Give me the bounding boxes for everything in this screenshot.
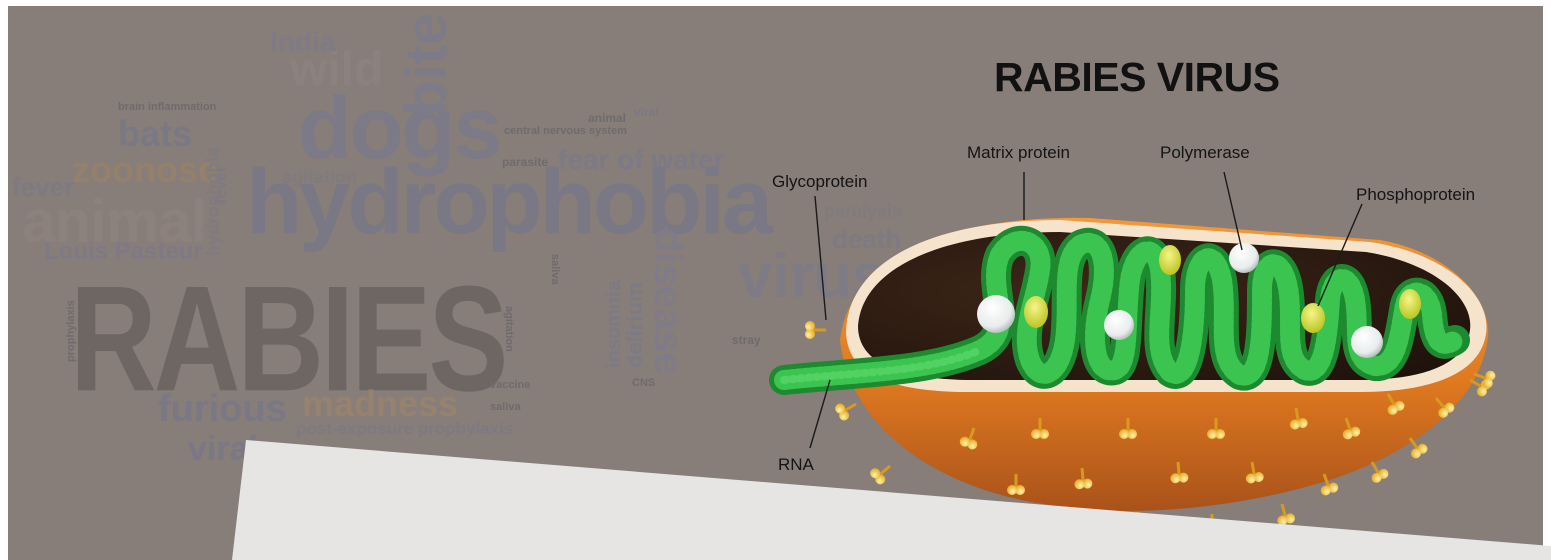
phosphoprotein-bead: [1399, 289, 1421, 319]
glycoprotein-spike: [868, 459, 896, 486]
glycoprotein-spike: [805, 321, 826, 339]
polymerase-bead: [1104, 310, 1134, 340]
glycoprotein-spike: [1129, 512, 1147, 533]
phosphoprotein-bead: [1159, 245, 1181, 275]
phosphoprotein-bead: [1301, 303, 1325, 333]
phosphoprotein-label: Phosphoprotein: [1356, 185, 1475, 205]
matrix-protein-label: Matrix protein: [967, 143, 1070, 163]
polymerase-bead: [977, 295, 1015, 333]
polymerase-label: Polymerase: [1160, 143, 1250, 163]
polymerase-bead: [1229, 243, 1259, 273]
polymerase-bead: [1351, 326, 1383, 358]
glycoprotein-spike: [833, 396, 860, 422]
glycoprotein-spike: [947, 496, 968, 520]
diagram-title: RABIES VIRUS: [994, 54, 1280, 101]
glycoprotein-leader-line: [815, 196, 826, 320]
glycoprotein-label: Glycoprotein: [772, 172, 867, 192]
glycoprotein-spike: [1273, 502, 1296, 527]
rna-label: RNA: [778, 455, 814, 475]
glycoprotein-spike: [1203, 514, 1221, 535]
phosphoprotein-bead: [1024, 296, 1048, 328]
